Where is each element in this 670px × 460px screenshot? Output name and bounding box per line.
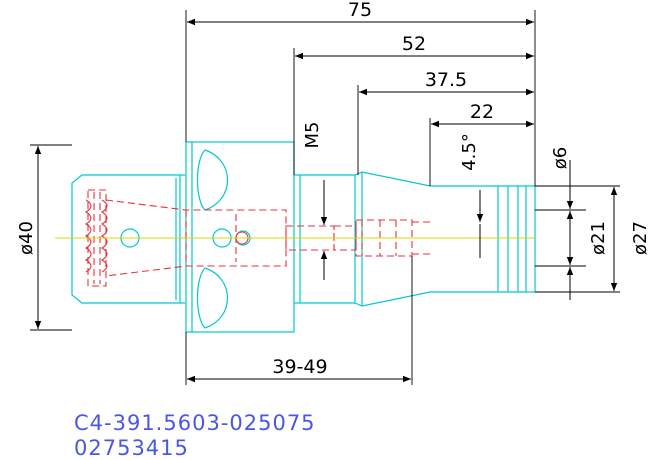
dimension-lines [34,18,618,383]
dim-range-39-49: 39-49 [272,356,327,378]
dim-length-37-5: 37.5 [425,69,467,91]
dim-dia-21: ø21 [588,221,609,255]
dim-dia-6: ø6 [550,147,571,169]
part-code: C4-391.5603-025075 [74,411,316,435]
part-number: 02753415 [74,436,189,460]
dim-angle: 4.5° [459,133,480,171]
dim-dia-27: ø27 [630,221,651,255]
dim-length-22: 22 [470,101,494,123]
holder-outline [71,141,536,333]
dim-length-52: 52 [402,33,426,55]
hidden-detail [84,199,249,273]
dim-dia-40: ø40 [16,221,37,255]
extension-lines [30,10,620,385]
dim-total-length: 75 [348,0,372,21]
dim-thread-m5: M5 [302,122,323,149]
